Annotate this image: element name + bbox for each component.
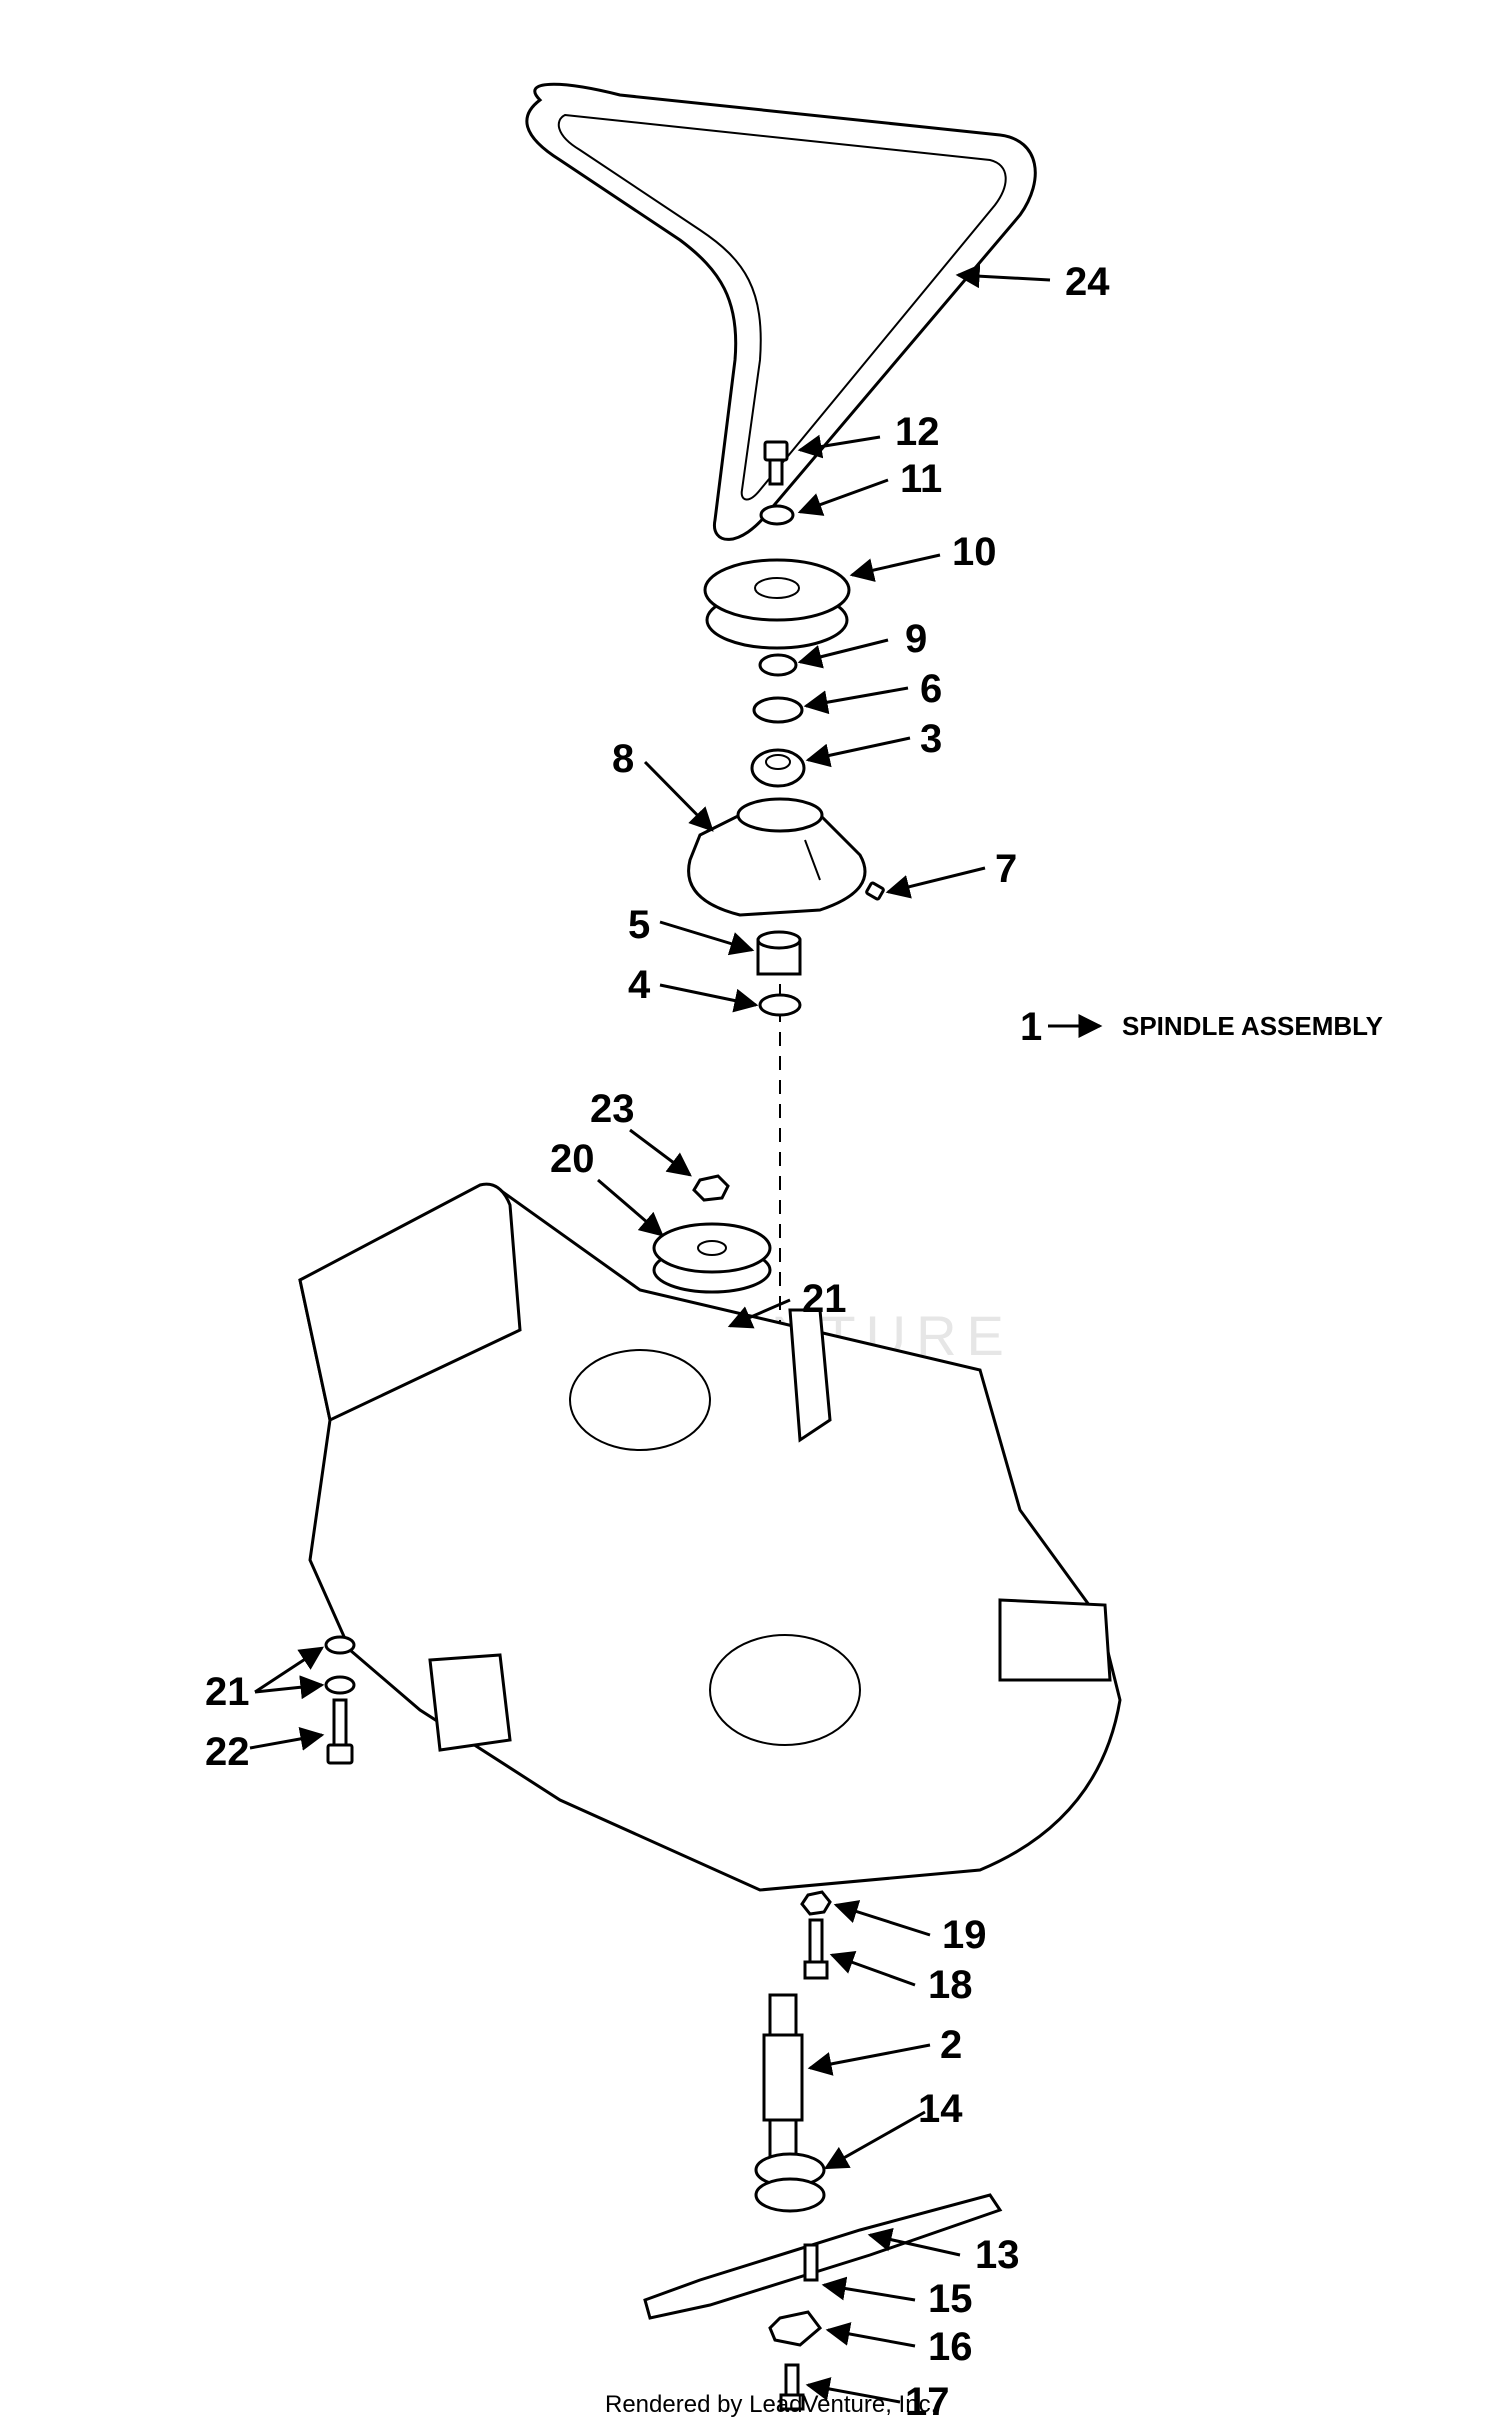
callout-4: 4 (628, 963, 651, 1007)
callout-22: 22 (205, 1730, 250, 1774)
callout-17: 17 (905, 2380, 950, 2424)
seal-4 (758, 993, 802, 1017)
retaining-ring-6 (752, 696, 804, 724)
callout-20: 20 (550, 1137, 595, 1181)
callout-labels: 24 12 11 10 9 6 3 8 7 5 4 23 20 21 21 22… (205, 260, 1110, 2424)
callout-3: 3 (920, 717, 942, 761)
callout-12: 12 (895, 410, 940, 454)
pulley-10 (703, 558, 851, 650)
spacer-9 (758, 653, 798, 677)
key-15 (803, 2243, 819, 2282)
callout-16: 16 (928, 2325, 973, 2369)
legend: 1 SPINDLE ASSEMBLY (1020, 1005, 1383, 1049)
footer-credit: Rendered by LeadVenture, Inc. (605, 2391, 937, 2418)
bolt-18 (803, 1918, 829, 1980)
callout-11: 11 (900, 457, 942, 501)
callout-18: 18 (928, 1963, 973, 2007)
callout-7: 7 (995, 847, 1017, 891)
legend-number: 1 (1020, 1005, 1042, 1049)
callout-13: 13 (975, 2233, 1020, 2277)
grease-fitting-7 (865, 881, 885, 901)
callout-6: 6 (920, 667, 942, 711)
bolt-22 (326, 1698, 354, 1765)
callout-19: 19 (942, 1913, 987, 1957)
callout-21-top: 21 (802, 1277, 847, 1321)
washer-11 (759, 504, 795, 526)
leader-lines (249, 264, 1103, 2404)
callout-24: 24 (1065, 260, 1110, 304)
callout-2: 2 (940, 2023, 962, 2067)
callout-14: 14 (918, 2087, 963, 2131)
bearing-3 (750, 748, 806, 788)
spindle-housing-8 (687, 797, 867, 917)
washer-16 (768, 2310, 823, 2347)
callout-8: 8 (612, 737, 634, 781)
nut-23 (692, 1174, 730, 1202)
washer-21-b (324, 1675, 356, 1695)
bearing-14 (754, 2152, 826, 2213)
callout-5: 5 (628, 903, 650, 947)
washer-21-a (324, 1635, 356, 1655)
legend-text: SPINDLE ASSEMBLY (1122, 1011, 1383, 1041)
spindle-shaft-2 (762, 1993, 804, 2164)
drive-belt (525, 82, 1037, 541)
callout-15: 15 (928, 2277, 973, 2321)
callout-21-left: 21 (205, 1670, 250, 1714)
blade-13 (643, 2193, 1003, 2320)
bolt-17 (779, 2363, 805, 2411)
bolt-12 (763, 440, 789, 486)
callout-10: 10 (952, 530, 997, 574)
callout-23: 23 (590, 1087, 635, 1131)
callout-9: 9 (905, 617, 927, 661)
bearing-5 (756, 930, 802, 976)
idler-pulley-20 (652, 1222, 772, 1294)
nut-19 (800, 1890, 832, 1916)
mower-deck (298, 1182, 1122, 1892)
